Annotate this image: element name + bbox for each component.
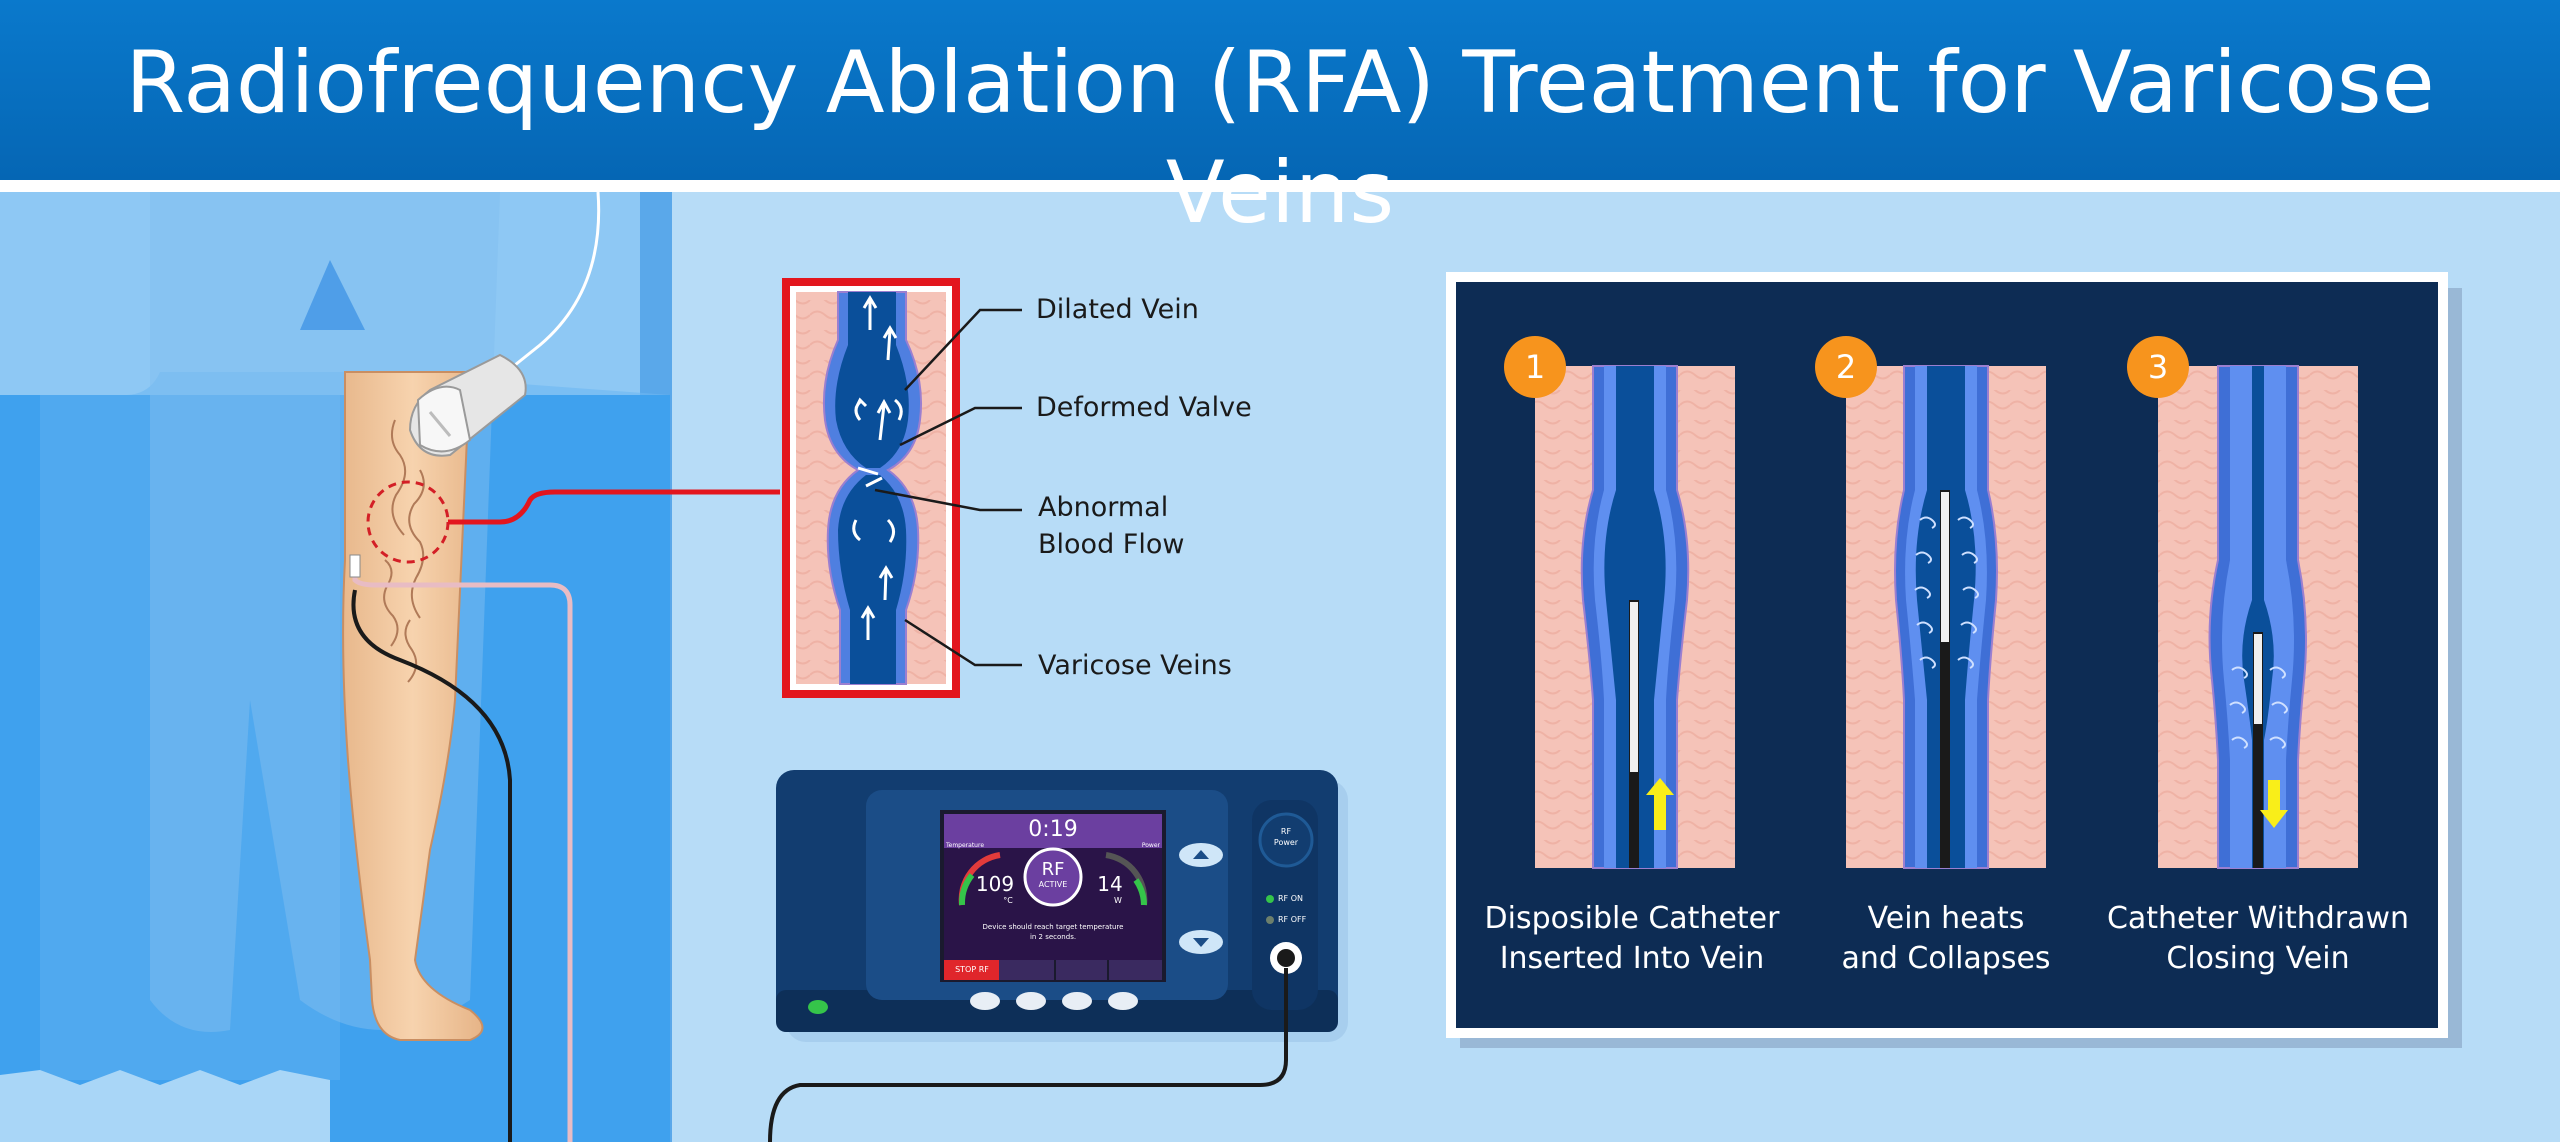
step-2-illustration [1846, 365, 2046, 869]
rf-off-label: RF OFF [1278, 915, 1307, 924]
rf-power-label-1: RF [1280, 827, 1292, 836]
label-dilated-vein: Dilated Vein [1036, 294, 1199, 325]
step-3-caption-1: Catheter Withdrawn [2106, 901, 2410, 936]
step-1-badge: 1 [1504, 336, 1566, 398]
cable-port-socket [1277, 949, 1295, 967]
down-arrow-icon [1193, 938, 1209, 947]
ultrasound-probe-icon [408, 353, 527, 457]
leader-dilated-vein [904, 308, 1022, 391]
treated-leg [342, 371, 484, 1041]
soft-button-2[interactable] [1016, 992, 1046, 1010]
step-1-caption-2: Inserted Into Vein [1499, 941, 1765, 976]
power-led [808, 1000, 828, 1014]
up-arrow-icon [1193, 850, 1209, 859]
knee-shadow [300, 260, 365, 330]
rf-label: RF [1041, 859, 1065, 880]
step-3-badge: 3 [2127, 336, 2189, 398]
vein-squiggle [404, 619, 418, 683]
insert-arrow-icon [1646, 778, 1674, 830]
withdraw-arrow-icon [2260, 780, 2288, 828]
step-2-badge: 2 [1815, 336, 1877, 398]
catheter-line [352, 570, 573, 1142]
temp-gauge-fill [958, 873, 975, 906]
flow-arrows [852, 295, 903, 640]
step-1-illustration [1535, 365, 1735, 869]
rf-on-label: RF ON [1278, 894, 1303, 903]
power-gauge-fill [1133, 878, 1147, 906]
vein-closeup [782, 278, 960, 698]
valve-flaps [857, 466, 883, 488]
probe-cable [514, 191, 601, 367]
step-3-caption-2: Closing Vein [2166, 941, 2350, 976]
temperature-label: Temperature [946, 842, 985, 849]
rf-generator [768, 770, 1348, 1142]
step-2-caption-1: Vein heats [1867, 901, 2025, 936]
leader-varicose-veins [904, 618, 1022, 667]
stop-rf-button[interactable] [944, 960, 999, 980]
vein-squiggle [408, 469, 425, 619]
stop-rf-label[interactable]: STOP RF [955, 965, 989, 974]
vein-squiggle [390, 419, 407, 536]
catheter-entry [349, 554, 361, 578]
screen-message-2: in 2 seconds. [1029, 933, 1077, 941]
step-2-caption-2: and Collapses [1841, 941, 2051, 976]
drape-hem [0, 1070, 330, 1142]
rf-on-indicator [1266, 895, 1274, 903]
soft-button-4[interactable] [1108, 992, 1138, 1010]
device-timer: 0:19 [1028, 817, 1078, 842]
soft-button-1[interactable] [970, 992, 1000, 1010]
device-cable [768, 968, 1288, 1142]
rf-power-button[interactable] [1258, 812, 1314, 868]
step-1-caption-1: Disposible Catheter [1484, 901, 1780, 936]
active-label: ACTIVE [1038, 880, 1068, 889]
title-divider [0, 180, 2560, 192]
screen-message-1: Device should reach target temperature [982, 923, 1124, 931]
soft-button-3[interactable] [1062, 992, 1092, 1010]
label-deformed-valve: Deformed Valve [1036, 392, 1252, 423]
screen-header [944, 814, 1162, 848]
label-abnormal-flow-1: Abnormal [1038, 492, 1169, 523]
patient-scene [0, 191, 780, 1142]
rf-active-ring [1023, 847, 1083, 907]
label-leaders [874, 308, 1022, 667]
title-bar: Radiofrequency Ablation (RFA) Treatment … [0, 0, 2560, 243]
closure-waves [2229, 666, 2288, 749]
callout-connector [448, 489, 780, 525]
power-label: Power [1141, 842, 1160, 849]
power-value: 14 [1097, 872, 1123, 896]
rf-off-indicator [1266, 916, 1274, 924]
step-3-illustration [2158, 365, 2358, 869]
vein-squiggle [383, 559, 399, 647]
page-title: Radiofrequency Ablation (RFA) Treatment … [125, 33, 2435, 243]
temperature-value: 109 [975, 872, 1015, 896]
generator-cable [351, 589, 512, 1142]
label-abnormal-flow-2: Blood Flow [1038, 529, 1185, 560]
device-base [776, 990, 1338, 1032]
leader-abnormal-flow [874, 488, 1022, 512]
power-unit: W [1114, 896, 1122, 905]
heat-waves [1914, 516, 1979, 669]
temperature-unit: °C [1003, 896, 1013, 905]
rf-power-label-2: Power [1273, 838, 1299, 847]
leader-deformed-valve [899, 406, 1022, 447]
label-varicose-veins: Varicose Veins [1038, 650, 1232, 681]
